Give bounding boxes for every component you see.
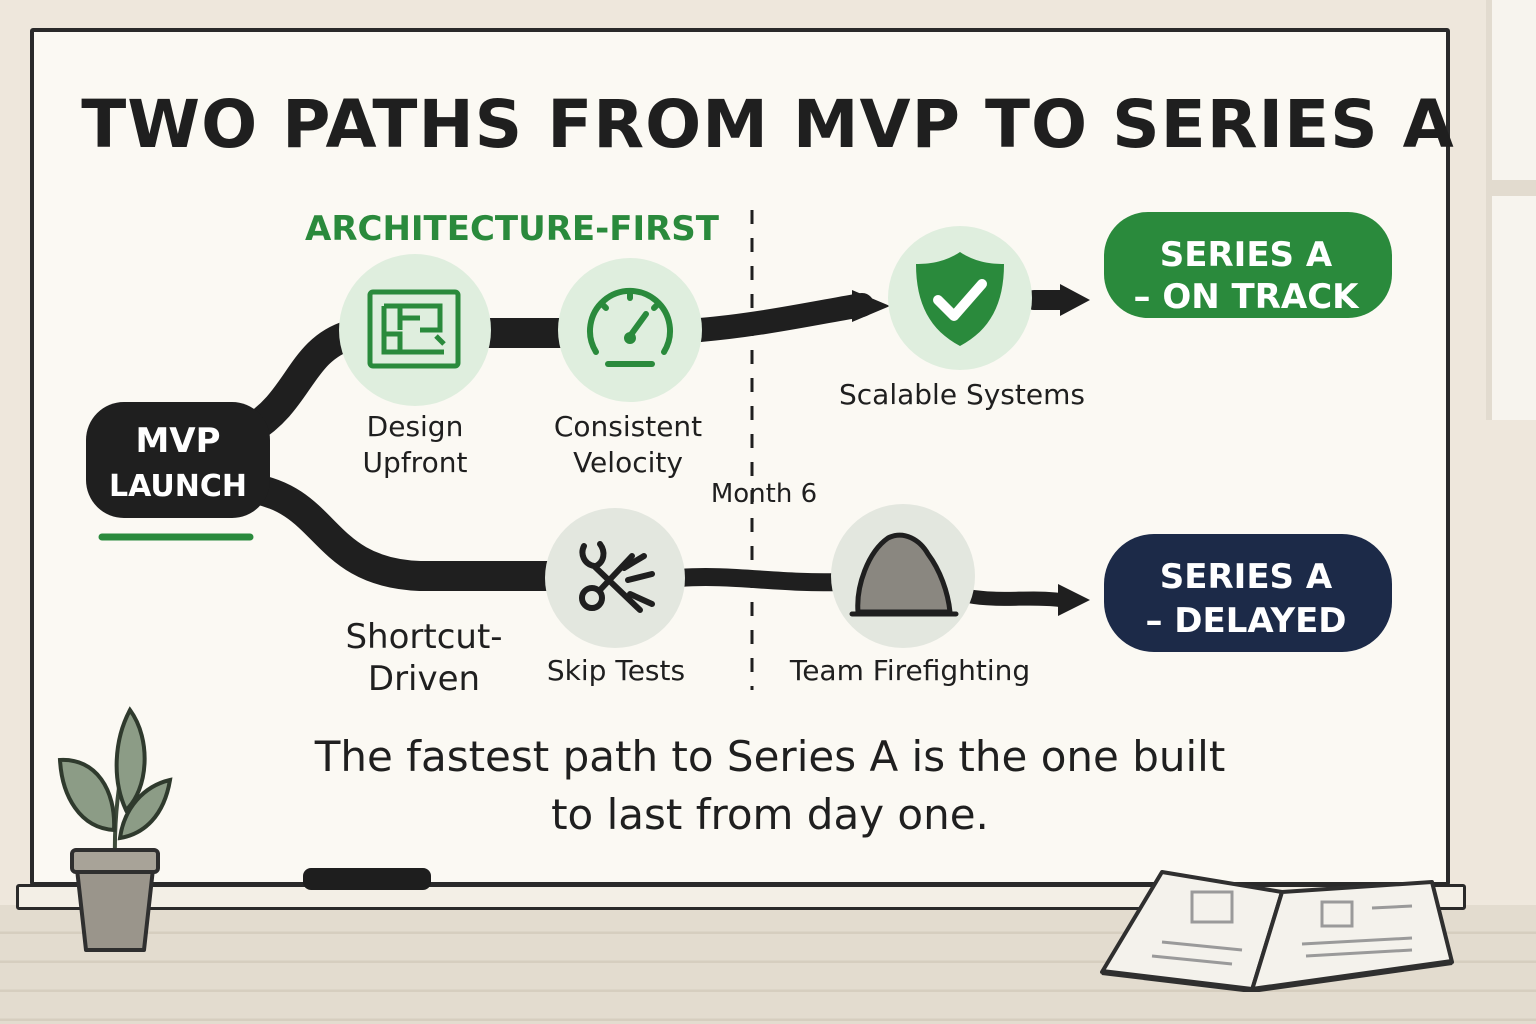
design-upfront-label-line1: Design bbox=[367, 410, 464, 443]
series-a-delayed-line2: – DELAYED bbox=[1145, 601, 1346, 641]
shield-check-icon bbox=[916, 252, 1004, 346]
design-upfront-node bbox=[339, 254, 491, 406]
shortcut-driven-label-line2: Driven bbox=[368, 659, 480, 699]
mvp-launch-line1: MVP bbox=[135, 421, 220, 461]
top-branch-connector bbox=[235, 320, 365, 445]
team-firefighting-label: Team Firefighting bbox=[789, 654, 1030, 687]
bottom-path-line-2 bbox=[961, 589, 1067, 607]
blueprint-icon bbox=[367, 289, 461, 369]
tagline-line1: The fastest path to Series A is the one … bbox=[314, 732, 1226, 781]
series-a-on-track-line1: SERIES A bbox=[1160, 235, 1333, 275]
series-a-delayed-badge bbox=[1104, 534, 1392, 652]
bottom-branch-connector bbox=[235, 473, 575, 591]
speedometer-icon bbox=[587, 288, 673, 367]
window-frame bbox=[1486, 0, 1536, 420]
mvp-launch-line2: LAUNCH bbox=[109, 469, 247, 504]
scalable-systems-label: Scalable Systems bbox=[839, 378, 1085, 411]
consistent-velocity-label-line1: Consistent bbox=[554, 410, 702, 443]
page-title: TWO PATHS FROM MVP TO SERIES A bbox=[81, 86, 1455, 163]
shortcut-driven-label-line1: Shortcut- bbox=[345, 617, 502, 657]
wrench-scissors-icon bbox=[579, 541, 655, 613]
bottom-path-arrowhead bbox=[1058, 584, 1090, 616]
series-a-on-track-line2: – ON TRACK bbox=[1133, 277, 1360, 317]
speedometer-hub bbox=[624, 332, 636, 344]
tagline-line2: to last from day one. bbox=[551, 790, 989, 839]
top-path-arrowhead-2 bbox=[1060, 284, 1090, 316]
top-path-arrowhead-1 bbox=[852, 290, 890, 322]
architecture-first-label: ARCHITECTURE-FIRST bbox=[305, 209, 720, 249]
boulder-icon bbox=[855, 532, 953, 615]
month-6-label: Month 6 bbox=[711, 479, 817, 509]
open-book-icon bbox=[1100, 870, 1454, 992]
mvp-launch-node bbox=[86, 402, 270, 518]
check-mark-icon bbox=[933, 279, 987, 321]
tagline: The fastest path to Series A is the one … bbox=[230, 728, 1310, 844]
window-mullion bbox=[1486, 180, 1536, 196]
potted-plant-icon bbox=[57, 706, 173, 952]
design-upfront-label-line2: Upfront bbox=[363, 446, 468, 479]
bottom-path-line-1 bbox=[671, 568, 849, 592]
skip-tests-label: Skip Tests bbox=[547, 654, 685, 687]
series-a-delayed-line1: SERIES A bbox=[1160, 557, 1333, 597]
marker-icon bbox=[303, 868, 431, 890]
consistent-velocity-node bbox=[558, 258, 702, 402]
series-a-on-track-badge bbox=[1104, 212, 1392, 318]
top-path-line-2 bbox=[688, 293, 874, 342]
consistent-velocity-label-line2: Velocity bbox=[573, 446, 683, 479]
